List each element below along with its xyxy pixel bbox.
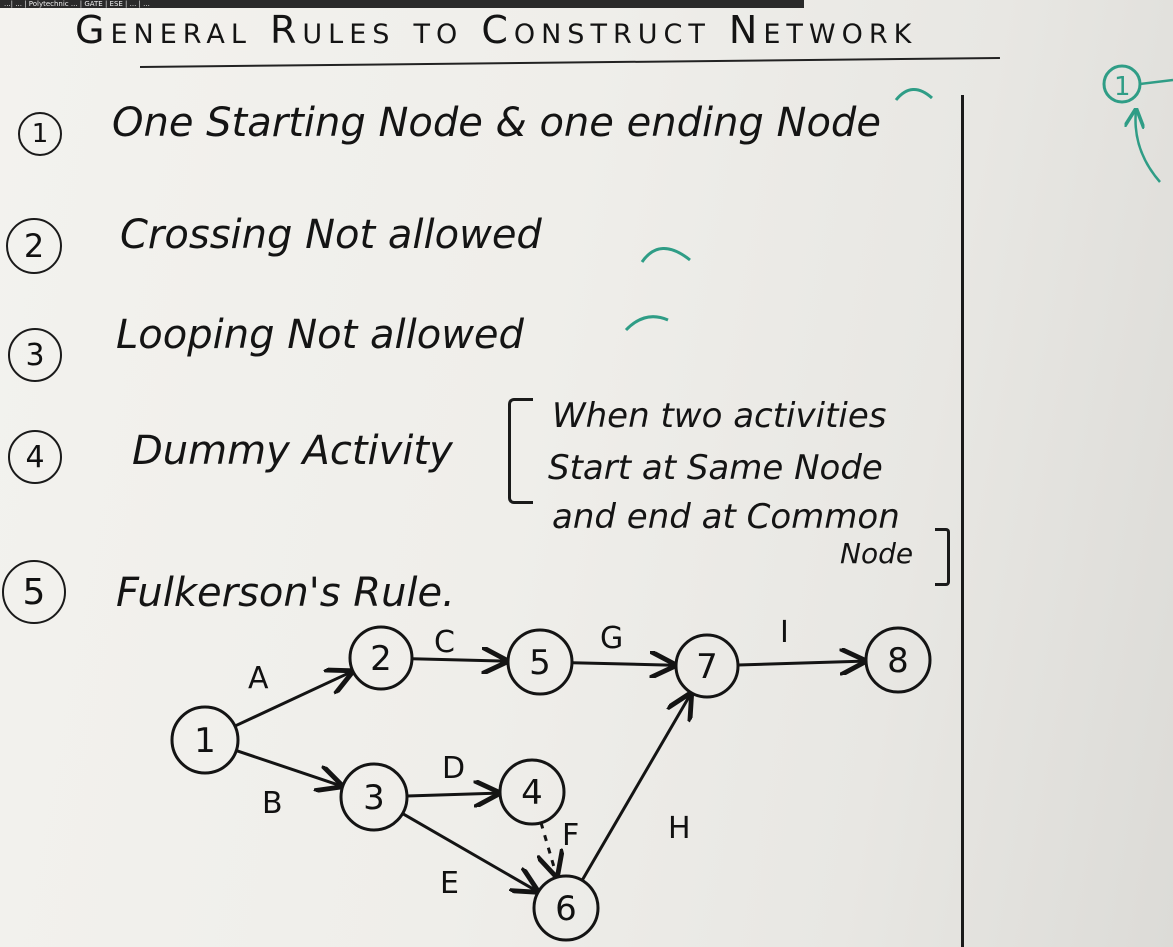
- node-circle-2: [348, 625, 414, 691]
- edge-c: [411, 659, 506, 661]
- edge-b: [235, 749, 341, 786]
- edge-label-c: C: [434, 625, 455, 660]
- rule-3-text: Looping Not allowed: [116, 312, 524, 358]
- edges-layer: [234, 659, 864, 891]
- edge-e: [401, 812, 537, 891]
- rule-2-text: Crossing Not allowed: [120, 212, 542, 258]
- node-circle-3: [339, 762, 409, 832]
- node-circle-7: [674, 633, 740, 699]
- rule-5-text: Fulkerson's Rule.: [116, 570, 455, 616]
- node-label-2: 2: [370, 639, 392, 679]
- edge-label-a: A: [248, 661, 269, 696]
- dummy-note-line-2: Start at Same Node: [548, 448, 883, 488]
- video-title-strip: ...| ... | Polytechnic ... | GATE | ESE …: [0, 0, 804, 8]
- edge-label-b: B: [262, 786, 283, 821]
- side-arrow: [1136, 110, 1161, 183]
- divider-line: [961, 95, 964, 947]
- edge-label-e: E: [440, 866, 459, 901]
- rule-number-3: 3: [8, 328, 62, 382]
- node-label-7: 7: [696, 647, 718, 687]
- node-8: 8: [864, 626, 932, 694]
- check-mark-2: [640, 247, 691, 263]
- node-circle-4: [498, 758, 566, 826]
- node-3: 3: [339, 762, 409, 832]
- node-circle-8: [864, 626, 932, 694]
- node-1: 1: [170, 705, 240, 775]
- rule-4-text: Dummy Activity: [132, 428, 453, 474]
- node-6: 6: [532, 874, 600, 942]
- node-7: 7: [674, 633, 740, 699]
- node-label-6: 6: [555, 889, 577, 929]
- node-circle-1: [170, 705, 240, 775]
- edge-i: [737, 661, 864, 665]
- rule-number-4: 4: [8, 430, 62, 484]
- nodes-layer: 1 2 3 4 5 6 7 8: [170, 625, 932, 942]
- check-mark-3: [624, 315, 669, 332]
- node-label-3: 3: [363, 778, 385, 818]
- rule-1-text: One Starting Node & one ending Node: [112, 100, 881, 146]
- dummy-note-line-3: and end at Common: [552, 497, 900, 537]
- page-heading: General Rules to Construct Network: [75, 8, 918, 52]
- edge-label-f: F: [562, 818, 579, 853]
- edge-f: [541, 822, 556, 876]
- side-arrow-2: [1139, 78, 1173, 86]
- edge-g: [571, 663, 674, 665]
- edge-label-i: I: [780, 615, 789, 650]
- left-bracket: [508, 398, 533, 504]
- node-circle-5: [506, 628, 574, 696]
- dummy-note-line-1: When two activities: [552, 396, 887, 436]
- edge-d: [406, 793, 498, 796]
- check-mark-1: [894, 88, 934, 101]
- node-label-8: 8: [887, 641, 909, 681]
- node-label-5: 5: [529, 643, 551, 683]
- edge-label-d: D: [442, 751, 465, 786]
- rule-number-1: 1: [18, 112, 62, 156]
- node-4: 4: [498, 758, 566, 826]
- edge-h: [580, 695, 690, 882]
- node-label-4: 4: [521, 773, 543, 813]
- edge-label-g: G: [600, 621, 623, 656]
- right-bracket: [935, 528, 950, 586]
- node-2: 2: [348, 625, 414, 691]
- node-circle-6: [532, 874, 600, 942]
- edge-a: [234, 672, 351, 728]
- edge-labels-layer: A B C D E F G H I: [248, 615, 789, 901]
- rule-number-2: 2: [6, 218, 62, 274]
- edge-label-h: H: [668, 811, 691, 846]
- side-node-label: 1: [1114, 72, 1131, 102]
- rule-number-5: 5: [2, 560, 66, 624]
- node-label-1: 1: [194, 721, 216, 761]
- dummy-note-line-4: Node: [840, 537, 914, 570]
- node-5: 5: [506, 628, 574, 696]
